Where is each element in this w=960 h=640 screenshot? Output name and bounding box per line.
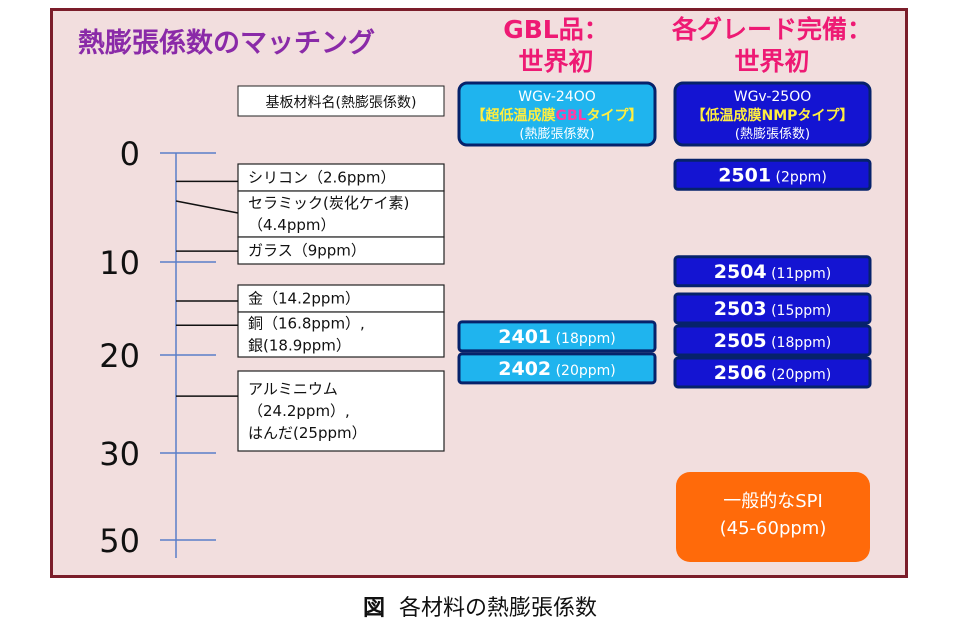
material-box	[237, 311, 445, 358]
nmp-product-box: WGv-25OO 【低温成膜NMPタイプ】 (熱膨張係数)	[673, 81, 872, 147]
material-item-4: 銅（16.8ppm）, 銀(18.9ppm）	[176, 311, 445, 358]
gbl-grade-2401: 2401 (18ppm)	[457, 320, 657, 353]
grade-note: (18ppm)	[767, 335, 832, 351]
diagram-title: 熱膨張係数のマッチング	[78, 27, 375, 59]
material-item-2: ガラス（9ppm）	[176, 236, 445, 265]
grade-label: 2506 (20ppm)	[714, 362, 832, 384]
nmp-grade-2505: 2505 (18ppm)	[673, 324, 872, 357]
material-box	[237, 163, 445, 192]
grade-code: 2501	[718, 164, 771, 186]
material-item-3: 金（14.2ppm）	[176, 284, 445, 313]
grade-note: (15ppm)	[767, 303, 832, 319]
grade-code: 2506	[714, 362, 767, 384]
spi-reference-line-1: (45-60ppm)	[720, 518, 827, 539]
gbl-product-box-bg	[457, 81, 657, 147]
grade-label: 2505 (18ppm)	[714, 330, 832, 352]
gbl-product-box: WGv-24OO 【超低温成膜GBLタイプ】 (熱膨張係数)	[457, 81, 657, 147]
material-leader-line	[175, 200, 239, 214]
material-label-line: （24.2ppm）,	[248, 402, 350, 420]
grade-code: 2504	[714, 261, 767, 283]
material-box	[237, 190, 445, 238]
material-label-line: アルミニウム	[248, 380, 338, 398]
grade-label: 2504 (11ppm)	[714, 261, 832, 283]
nmp-product-name: WGv-25OO	[734, 89, 812, 105]
scale-tick-label-2: 20	[99, 337, 140, 375]
nmp-grade-2506: 2506 (20ppm)	[673, 356, 872, 389]
scale-tick-label-4: 50	[99, 522, 140, 560]
gbl-product-type-pre: 【超低温成膜	[471, 107, 555, 124]
material-item-0: シリコン（2.6ppm）	[176, 163, 445, 192]
grade-label: 2401 (18ppm)	[498, 326, 616, 348]
grade-note: (18ppm)	[551, 331, 616, 347]
spi-reference-box: 一般的なSPI (45-60ppm)	[676, 472, 870, 562]
gbl-heading-line-1: 世界初	[518, 47, 593, 76]
gbl-grade-2402: 2402 (20ppm)	[457, 352, 657, 385]
grade-note: (20ppm)	[767, 367, 832, 383]
material-item-1: セラミック(炭化ケイ素) （4.4ppm）	[175, 190, 445, 238]
spi-reference-bg	[676, 472, 870, 562]
material-label-line: 銀(18.9ppm）	[248, 337, 351, 355]
materials-header: 基板材料名(熱膨張係数)	[237, 85, 445, 117]
grade-box	[673, 324, 872, 357]
material-label-line: はんだ(25ppm）	[248, 424, 367, 442]
grade-box	[673, 158, 872, 191]
grade-code: 2401	[498, 326, 551, 348]
grade-box	[457, 352, 657, 385]
nmp-column: 各グレード完備： 世界初 WGv-25OO 【低温成膜NMPタイプ】 (熱膨張係数)	[671, 15, 872, 147]
materials-header-box	[237, 85, 445, 117]
grade-label: 2503 (15ppm)	[714, 298, 832, 320]
material-label-line: （4.4ppm）	[248, 216, 336, 234]
scale-tick-label-3: 30	[99, 435, 140, 473]
grade-box	[673, 356, 872, 389]
material-label-line: シリコン（2.6ppm）	[248, 169, 396, 187]
grade-label: 2402 (20ppm)	[498, 358, 616, 380]
grade-code: 2505	[714, 330, 767, 352]
nmp-product-sub: (熱膨張係数)	[735, 127, 810, 142]
nmp-heading-line-1: 世界初	[734, 47, 809, 76]
gbl-product-name: WGv-24OO	[518, 89, 596, 105]
grade-label: 2501 (2ppm)	[718, 164, 827, 186]
material-box	[237, 284, 445, 313]
material-label-line: 銅（16.8ppm）,	[248, 315, 365, 333]
material-label-line: 金（14.2ppm）	[248, 290, 360, 308]
gbl-heading-line-0: GBL品：	[503, 15, 609, 44]
grade-note: (11ppm)	[767, 266, 832, 282]
scale-tick-label-0: 0	[120, 135, 140, 173]
nmp-grade-2503: 2503 (15ppm)	[673, 292, 872, 325]
gbl-product-type-post: タイプ】	[587, 108, 643, 124]
nmp-grade-2504: 2504 (11ppm)	[673, 255, 872, 288]
nmp-product-type: 【低温成膜NMPタイプ】	[692, 107, 854, 124]
materials-header-text: 基板材料名(熱膨張係数)	[266, 94, 417, 111]
gbl-product-type-highlight: GBL	[555, 108, 586, 124]
material-label-line: ガラス（9ppm）	[248, 242, 366, 260]
caption-text: 各材料の熱膨張係数	[399, 596, 598, 621]
scale-tick-label-1: 10	[99, 244, 140, 282]
grade-note: (2ppm)	[771, 169, 827, 185]
grade-box	[457, 320, 657, 353]
spi-reference-line-0: 一般的なSPI	[723, 491, 823, 512]
material-box	[237, 236, 445, 265]
material-item-5: アルミニウム （24.2ppm）, はんだ(25ppm）	[176, 370, 445, 452]
gbl-product-sub: (熱膨張係数)	[519, 127, 594, 142]
nmp-product-box-bg	[673, 81, 872, 147]
caption-label: 図	[362, 596, 385, 621]
grade-code: 2402	[498, 358, 551, 380]
material-box	[237, 370, 445, 452]
material-label-line: セラミック(炭化ケイ素)	[248, 194, 409, 212]
nmp-grade-2501: 2501 (2ppm)	[673, 158, 872, 191]
grade-code: 2503	[714, 298, 767, 320]
figure-caption: 図各材料の熱膨張係数	[0, 590, 960, 622]
nmp-heading-line-0: 各グレード完備：	[671, 15, 872, 44]
grade-box	[673, 292, 872, 325]
nmp-product-type-text: 【低温成膜NMPタイプ】	[692, 107, 854, 124]
grade-note: (20ppm)	[551, 363, 616, 379]
gbl-product-type: 【超低温成膜GBLタイプ】	[471, 107, 642, 124]
gbl-column: GBL品： 世界初 WGv-24OO 【超低温成膜GBLタイプ】 (熱膨張係数)	[457, 15, 657, 147]
grade-box	[673, 255, 872, 288]
